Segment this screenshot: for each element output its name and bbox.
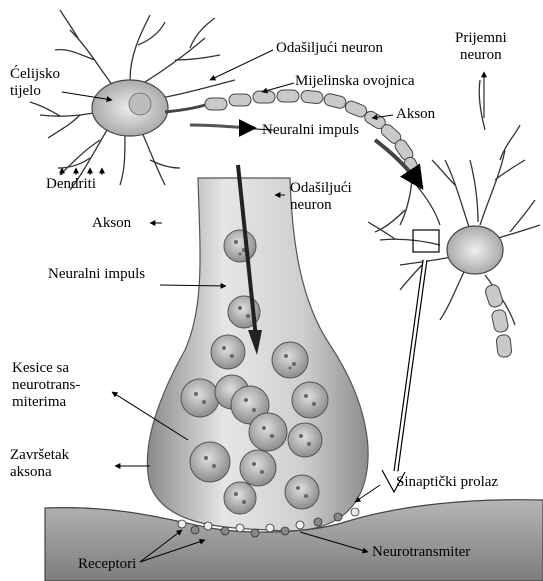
receiving-axon	[484, 283, 512, 357]
axon-branches	[375, 180, 440, 232]
label-receiving-neuron: Prijemni neuron	[455, 30, 507, 64]
label-receptors: Receptori	[78, 556, 136, 573]
label-neural-impulse-top: Neuralni impuls	[262, 122, 359, 139]
label-axon-terminal: Završetak aksona	[10, 447, 69, 481]
label-myelin-sheath: Mijelinska ovojnica	[295, 73, 415, 90]
label-neurotransmitter: Neurotransmiter	[372, 544, 470, 561]
label-synaptic-gap: Sinaptički prolaz	[396, 474, 498, 491]
label-axon-top: Akson	[396, 106, 435, 123]
receiving-neuron	[368, 80, 540, 325]
impulse-arrow-top	[190, 125, 255, 128]
label-dendrites: Dendriti	[46, 176, 96, 193]
label-cell-body: Ćelijsko tijelo	[10, 66, 60, 100]
nucleus	[129, 93, 151, 115]
label-neural-impulse-mid: Neuralni impuls	[48, 266, 145, 283]
label-sending-neuron-top: Odašiljući neuron	[276, 40, 383, 57]
label-axon-mid: Akson	[92, 215, 131, 232]
label-sending-neuron-mid: Odašiljući neuron	[290, 180, 352, 214]
label-vesicles: Kesice sa neurotrans- miterima	[12, 360, 80, 411]
receiving-cell-body	[447, 226, 503, 274]
